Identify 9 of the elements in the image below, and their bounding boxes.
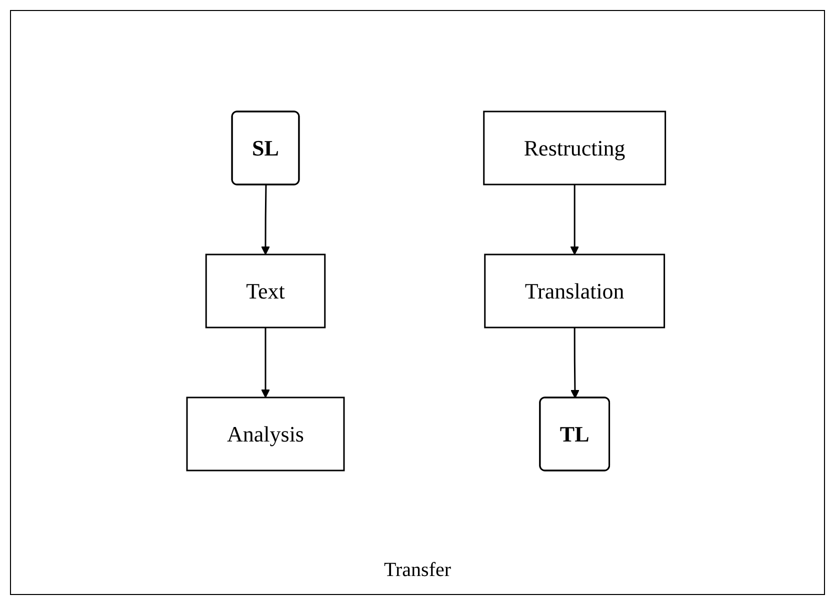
node-box: Restructing bbox=[482, 110, 666, 186]
arrow bbox=[260, 328, 270, 398]
arrow bbox=[570, 184, 579, 255]
arrow bbox=[570, 328, 580, 398]
transfer-label: Transfer bbox=[384, 559, 452, 581]
node-box: Translation bbox=[484, 254, 665, 328]
node-box: Analysis bbox=[186, 396, 345, 472]
arrow bbox=[260, 184, 270, 255]
node-box: Text bbox=[205, 254, 326, 328]
